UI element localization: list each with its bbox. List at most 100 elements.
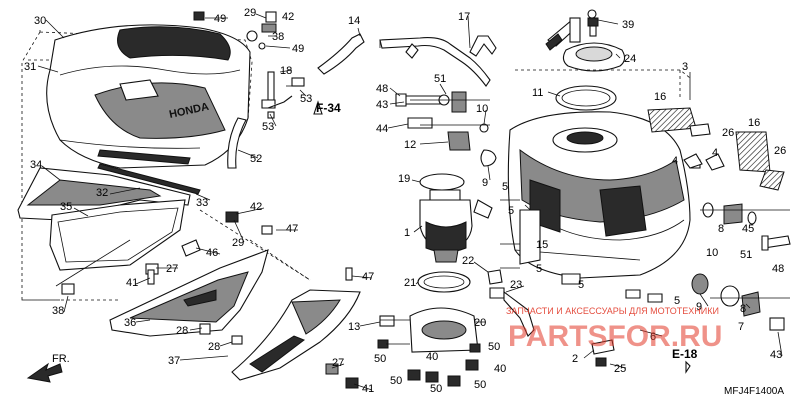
callout-44: 44 [376,123,388,135]
callout-15: 15 [536,239,548,251]
leader-lines [37,13,783,391]
callout-7: 7 [738,321,744,333]
callout-16: 16 [654,91,666,103]
callout-13: 13 [348,321,360,333]
callout-2: 2 [572,353,578,365]
callout-31: 31 [24,61,36,73]
fuel-pump-group [377,91,535,387]
callout-37: 37 [168,355,180,367]
callout-48: 48 [376,83,388,95]
callout-5: 5 [578,279,584,291]
right-fasteners [691,202,791,331]
callout-42: 42 [282,11,294,23]
watermark-caption: ЗАПЧАСТИ И АКСЕССУАРЫ ДЛЯ МОТОТЕХНИКИ [506,306,719,316]
callout-40: 40 [426,351,438,363]
callout-4: 4 [712,147,718,159]
callout-51: 51 [434,73,446,85]
callout-17: 17 [458,11,470,23]
fuel-cap-group [545,9,626,72]
callout-29: 29 [244,7,256,19]
callout-48: 48 [772,263,784,275]
callout-43: 43 [376,99,388,111]
callout-5: 5 [508,205,514,217]
callout-8: 8 [718,223,724,235]
callout-10: 10 [476,103,488,115]
callout-38: 38 [272,31,284,43]
callout-28: 28 [176,325,188,337]
callout-29: 29 [232,237,244,249]
callout-47: 47 [286,223,298,235]
callout-32: 32 [96,187,108,199]
reference-labels: F-34 E-18 FR. MFJ4F1400A [26,100,784,397]
callout-labels: 30 31 49 29 42 38 49 14 17 39 24 18 53 5… [24,7,786,395]
watermark-logo: PARTSFOR.RU [508,320,722,353]
callout-50: 50 [488,341,500,353]
callout-47: 47 [362,271,374,283]
labels-stickers [647,107,785,191]
lower-cowl-group [55,209,361,389]
callout-27: 27 [332,357,344,369]
small-fasteners-top [193,11,305,169]
callout-20: 20 [474,317,486,329]
callout-50: 50 [390,375,402,387]
callout-8: 8 [740,303,746,315]
callout-49: 49 [214,13,226,25]
callout-51: 51 [740,249,752,261]
callout-26: 26 [722,127,734,139]
callout-52: 52 [250,153,262,165]
front-label: FR. [52,353,70,365]
callout-21: 21 [404,277,416,289]
callout-27: 27 [166,263,178,275]
tank-cover-group: HONDA [17,24,253,301]
callout-5: 5 [536,263,542,275]
callout-3: 3 [682,61,688,73]
ref-e18: E-18 [672,347,698,361]
callout-36: 36 [124,317,136,329]
front-arrow [26,362,63,383]
callout-39: 39 [622,19,634,31]
breather-hoses [317,33,497,87]
ref-f34: F-34 [316,101,341,115]
diagram-code: MFJ4F1400A [724,386,784,397]
callout-12: 12 [404,139,416,151]
callout-50: 50 [474,379,486,391]
callout-10: 10 [706,247,718,259]
callout-23: 23 [510,279,522,291]
callout-50: 50 [430,383,442,395]
callout-34: 34 [30,159,42,171]
callout-5: 5 [674,295,680,307]
watermark: ЗАПЧАСТИ И АКСЕССУАРЫ ДЛЯ МОТОТЕХНИКИ PA… [506,306,722,353]
callout-4: 4 [672,155,678,167]
callout-49: 49 [292,43,304,55]
callout-53: 53 [262,121,274,133]
callout-45: 45 [742,223,754,235]
callout-6: 6 [650,331,656,343]
callout-38: 38 [52,305,64,317]
callout-50: 50 [374,353,386,365]
callout-53: 53 [300,93,312,105]
callout-11: 11 [532,87,543,99]
callout-25: 25 [614,363,626,375]
callout-41: 41 [126,277,138,289]
callout-46: 46 [206,247,218,259]
tank-brackets [500,199,663,367]
callout-40: 40 [494,363,506,375]
callout-30: 30 [34,15,46,27]
callout-14: 14 [348,15,360,27]
callout-42: 42 [250,201,262,213]
callout-5: 5 [502,181,508,193]
callout-35: 35 [60,201,72,213]
callout-19: 19 [398,173,410,185]
callout-16: 16 [748,117,760,129]
callout-26: 26 [774,145,786,157]
callout-24: 24 [624,53,636,65]
callout-22: 22 [462,255,474,267]
callout-33: 33 [196,197,208,209]
callout-9: 9 [482,177,488,189]
callout-1: 1 [404,227,410,239]
callout-43: 43 [770,349,782,361]
callout-9: 9 [696,301,702,313]
fuel-tank-group [507,69,701,279]
callout-28: 28 [208,341,220,353]
